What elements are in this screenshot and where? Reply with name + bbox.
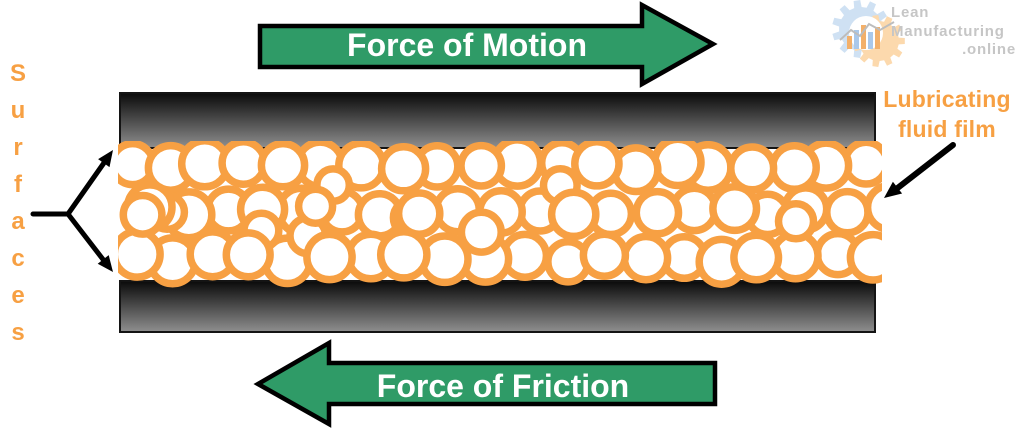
fluid-circle bbox=[457, 208, 505, 256]
lubricant-film-label: Lubricating fluid film bbox=[872, 84, 1022, 144]
fluid-circle bbox=[547, 188, 600, 241]
lubricant-arrowhead-icon bbox=[884, 181, 903, 198]
fluid-circle bbox=[457, 141, 506, 190]
fluid-circle bbox=[823, 187, 872, 237]
fluid-circle bbox=[730, 231, 783, 284]
fluid-circle bbox=[774, 200, 818, 243]
surfaces-letter: S bbox=[9, 60, 26, 87]
fluid-circle bbox=[863, 182, 882, 233]
upper-surface-bar bbox=[119, 92, 876, 149]
fluid-circle bbox=[727, 143, 778, 194]
logo-wordmark: Lean Manufacturing .online bbox=[891, 4, 1016, 60]
logo-gear-icon bbox=[832, 0, 905, 67]
lubricant-label-line2: fluid film bbox=[898, 116, 996, 142]
fluid-circle bbox=[377, 143, 430, 195]
lubricant-pointer-line bbox=[892, 142, 956, 193]
logo-line2: Manufacturing bbox=[891, 22, 1005, 40]
logo-line3: .online bbox=[962, 41, 1016, 58]
down-arrowhead-icon bbox=[97, 255, 113, 272]
lubricant-label-line1: Lubricating bbox=[883, 86, 1011, 112]
surfaces-letter: a bbox=[11, 208, 25, 235]
force-of-motion-label: Force of Motion bbox=[347, 27, 587, 63]
fluid-circle bbox=[632, 187, 683, 238]
logo-line1: Lean bbox=[891, 4, 930, 21]
surfaces-letter: s bbox=[11, 319, 25, 346]
surfaces-pointer-arrows bbox=[30, 150, 113, 272]
surfaces-pointer-lines bbox=[30, 157, 109, 265]
left-arrow-shape bbox=[253, 339, 718, 428]
fluid-circle bbox=[294, 185, 337, 227]
fluid-circle bbox=[118, 227, 164, 281]
logo-trend-line bbox=[839, 21, 895, 41]
fluid-circle bbox=[709, 183, 761, 235]
lower-surface-bar bbox=[119, 280, 876, 333]
fluid-circle bbox=[303, 230, 356, 284]
fluid-circle bbox=[394, 189, 444, 238]
up-arrowhead-icon bbox=[98, 150, 113, 168]
fluid-circle bbox=[571, 141, 623, 190]
fluid-circle bbox=[846, 230, 882, 284]
right-arrow-shape bbox=[257, 1, 718, 88]
surfaces-letter: f bbox=[14, 171, 22, 198]
fluid-circle bbox=[376, 227, 431, 282]
fluid-circle bbox=[119, 191, 166, 238]
surfaces-letter: u bbox=[10, 97, 26, 124]
force-of-motion-arrow: Force of Motion bbox=[257, 1, 718, 88]
lubricant-film bbox=[118, 141, 882, 288]
surfaces-letter: e bbox=[11, 282, 25, 309]
fluid-circle bbox=[222, 229, 274, 281]
lubricant-pointer-arrow bbox=[884, 142, 956, 198]
fluid-circle bbox=[768, 141, 820, 194]
surfaces-letter: r bbox=[13, 134, 23, 161]
fluid-circle bbox=[651, 141, 705, 190]
fluid-circle bbox=[257, 141, 309, 191]
force-of-friction-label: Force of Friction bbox=[377, 368, 629, 404]
fluid-circle bbox=[579, 230, 630, 280]
surfaces-letter: c bbox=[11, 245, 25, 272]
logo-chart-bars bbox=[847, 25, 880, 49]
force-of-friction-arrow: Force of Friction bbox=[253, 339, 718, 428]
fluid-circle bbox=[620, 232, 672, 284]
